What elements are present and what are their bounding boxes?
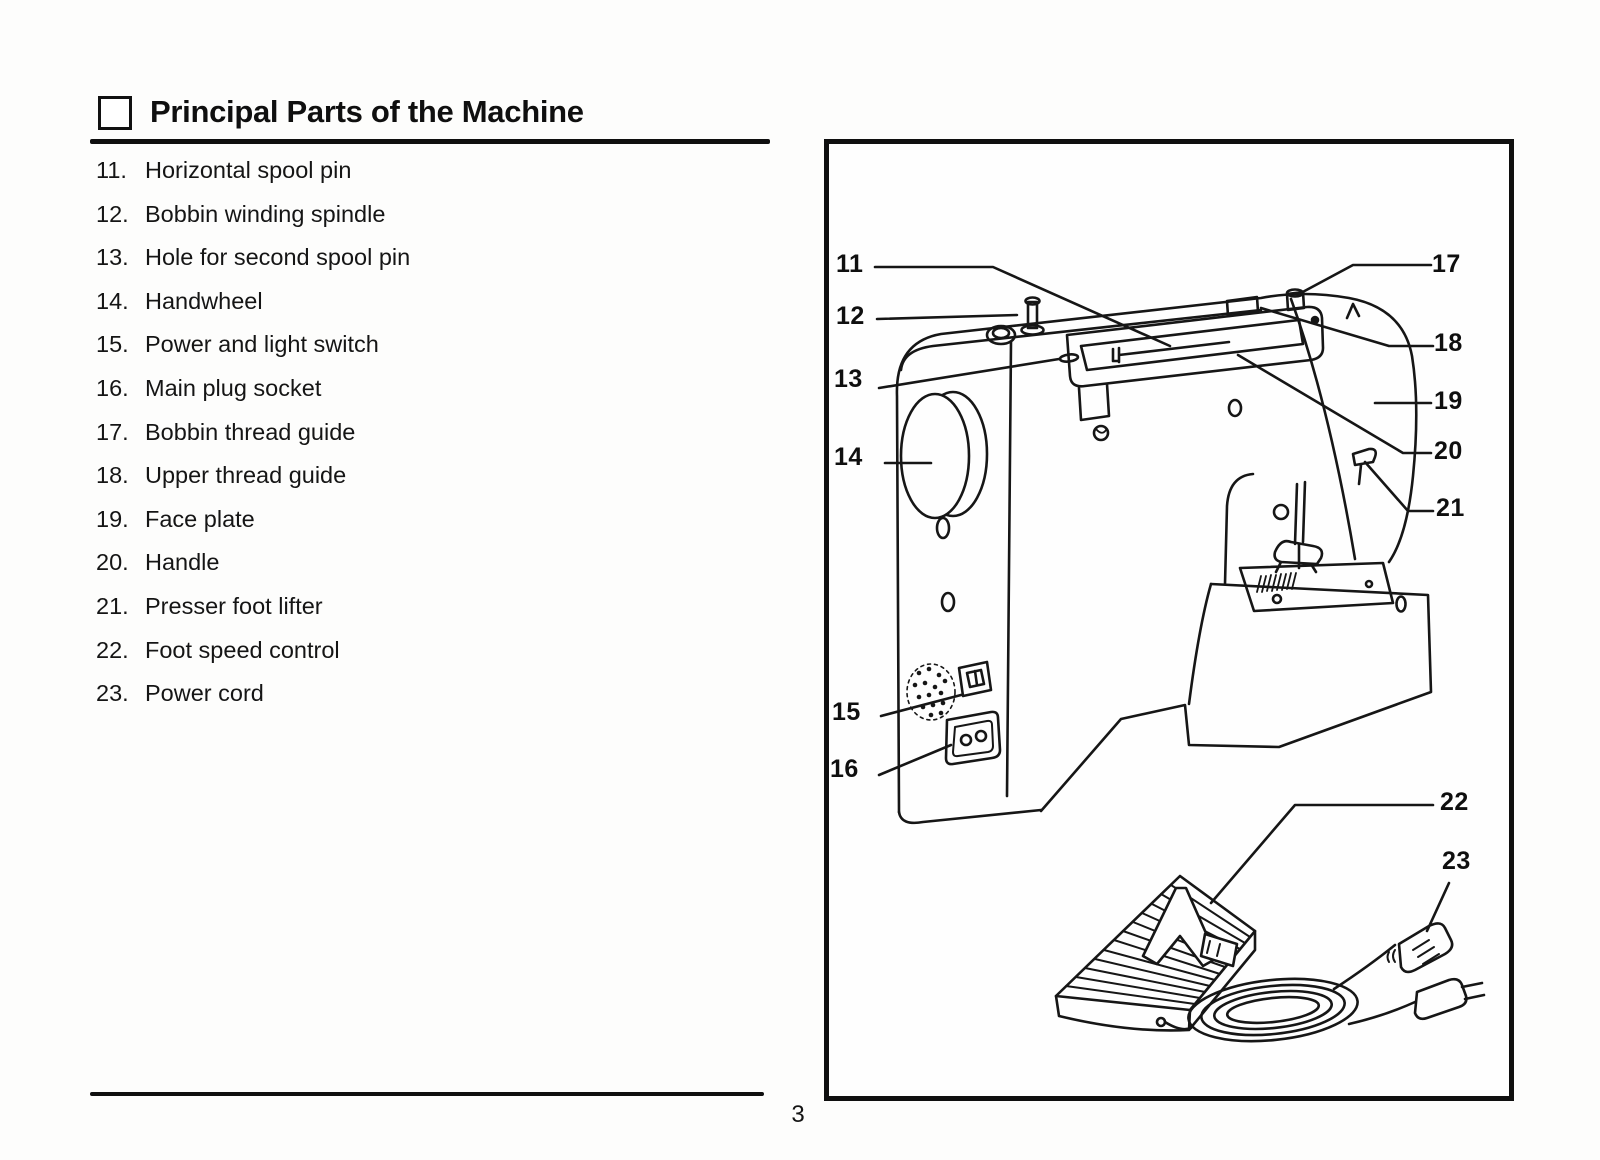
- machine-plug: [1397, 922, 1454, 974]
- foot-pedal-wedge: [1141, 886, 1219, 968]
- list-item: 20. Handle: [96, 549, 410, 593]
- page-number: 3: [791, 1101, 805, 1128]
- list-item: 23. Power cord: [96, 680, 410, 724]
- item-text: Main plug socket: [145, 374, 322, 401]
- handle-recess-outer: [1065, 305, 1325, 388]
- item-number: 19.: [96, 505, 129, 532]
- item-text: Bobbin winding spindle: [145, 200, 386, 227]
- main-plug-socket: [944, 710, 1002, 766]
- list-item: 16. Main plug socket: [96, 375, 410, 419]
- leader-12: [875, 313, 1019, 321]
- item-text: Face plate: [145, 505, 255, 532]
- list-item: 18. Upper thread guide: [96, 462, 410, 506]
- item-number: 13.: [96, 244, 129, 271]
- list-item: 19. Face plate: [96, 506, 410, 550]
- power-cord-coil: [1187, 977, 1359, 1043]
- machine-base: [1039, 582, 1433, 813]
- item-number: 18.: [96, 462, 129, 489]
- diagram-callout-22: 22: [1440, 788, 1469, 816]
- machine-outline: [895, 292, 1418, 814]
- leader-21: [1363, 460, 1435, 513]
- square-bullet-icon: [98, 96, 132, 130]
- title-divider: [90, 139, 770, 144]
- diagram-callout-18: 18: [1434, 329, 1463, 357]
- item-number: 21.: [96, 592, 129, 619]
- diagram-callout-15: 15: [832, 698, 861, 726]
- diagram-callout-23: 23: [1442, 847, 1471, 875]
- leader-17: [1297, 263, 1433, 296]
- diagram-callout-13: 13: [834, 365, 863, 393]
- diagram-callout-14: 14: [834, 443, 863, 471]
- list-item: 14. Handwheel: [96, 288, 410, 332]
- list-item: 21. Presser foot lifter: [96, 593, 410, 637]
- list-item: 13. Hole for second spool pin: [96, 244, 410, 288]
- parts-list: 11. Horizontal spool pin 12. Bobbin windin…: [96, 157, 410, 724]
- leader-22: [1209, 803, 1435, 905]
- power-light-switch: [957, 660, 993, 698]
- item-number: 14.: [96, 287, 129, 314]
- footer-divider: [90, 1092, 764, 1096]
- item-text: Foot speed control: [145, 636, 340, 663]
- item-text: Bobbin thread guide: [145, 418, 356, 445]
- leader-18: [1259, 306, 1435, 348]
- diagram-callout-17: 17: [1432, 250, 1461, 278]
- section-title-row: Principal Parts of the Machine: [98, 94, 584, 130]
- item-number: 17.: [96, 418, 129, 445]
- item-number: 20.: [96, 549, 129, 576]
- item-text: Upper thread guide: [145, 462, 347, 489]
- bobbin-winding-spindle: [1026, 300, 1039, 330]
- item-number: 23.: [96, 680, 129, 707]
- bobbin-thread-guide: [1285, 290, 1306, 312]
- item-text: Horizontal spool pin: [145, 157, 352, 183]
- leader-20: [1236, 353, 1433, 455]
- handwheel: [899, 392, 971, 520]
- needle-plate: [1238, 561, 1395, 613]
- item-number: 15.: [96, 331, 129, 358]
- upper-thread-guide: [1225, 295, 1260, 318]
- list-item: 17. Bobbin thread guide: [96, 419, 410, 463]
- leader-16: [877, 743, 953, 777]
- item-text: Power and light switch: [145, 331, 379, 358]
- leader-23: [1425, 881, 1451, 933]
- item-number: 16.: [96, 374, 129, 401]
- item-text: Hole for second spool pin: [145, 244, 411, 271]
- wall-plug: [1413, 977, 1468, 1021]
- diagram-callout-19: 19: [1434, 387, 1463, 415]
- sewing-machine-rear-illustration: [873, 263, 1486, 1043]
- item-text: Presser foot lifter: [145, 592, 323, 619]
- leader-lines: [873, 263, 1451, 933]
- item-number: 11.: [96, 157, 127, 183]
- list-item: 22. Foot speed control: [96, 637, 410, 681]
- presser-foot-lifter: [1351, 447, 1378, 486]
- item-text: Handle: [145, 549, 220, 576]
- leader-13: [877, 357, 1061, 390]
- horizontal-spool-pin: [1111, 340, 1231, 364]
- handle-recess-inner: [1079, 318, 1305, 372]
- diagram-callout-11: 11: [836, 250, 864, 278]
- item-text: Handwheel: [145, 287, 263, 314]
- vent-grille: [912, 666, 948, 718]
- page-title: Principal Parts of the Machine: [150, 94, 584, 129]
- diagram-callout-21: 21: [1436, 494, 1465, 522]
- list-item: 11. Horizontal spool pin: [96, 157, 410, 201]
- item-text: Power cord: [145, 680, 264, 707]
- diagram-callout-16: 16: [830, 755, 859, 783]
- list-item: 15. Power and light switch: [96, 331, 410, 375]
- item-number: 12.: [96, 200, 129, 227]
- leader-15: [879, 693, 963, 718]
- diagram-callout-12: 12: [836, 302, 865, 330]
- diagram-callout-20: 20: [1434, 437, 1463, 465]
- item-number: 22.: [96, 636, 129, 663]
- leader-11: [873, 265, 1172, 348]
- list-item: 12. Bobbin winding spindle: [96, 201, 410, 245]
